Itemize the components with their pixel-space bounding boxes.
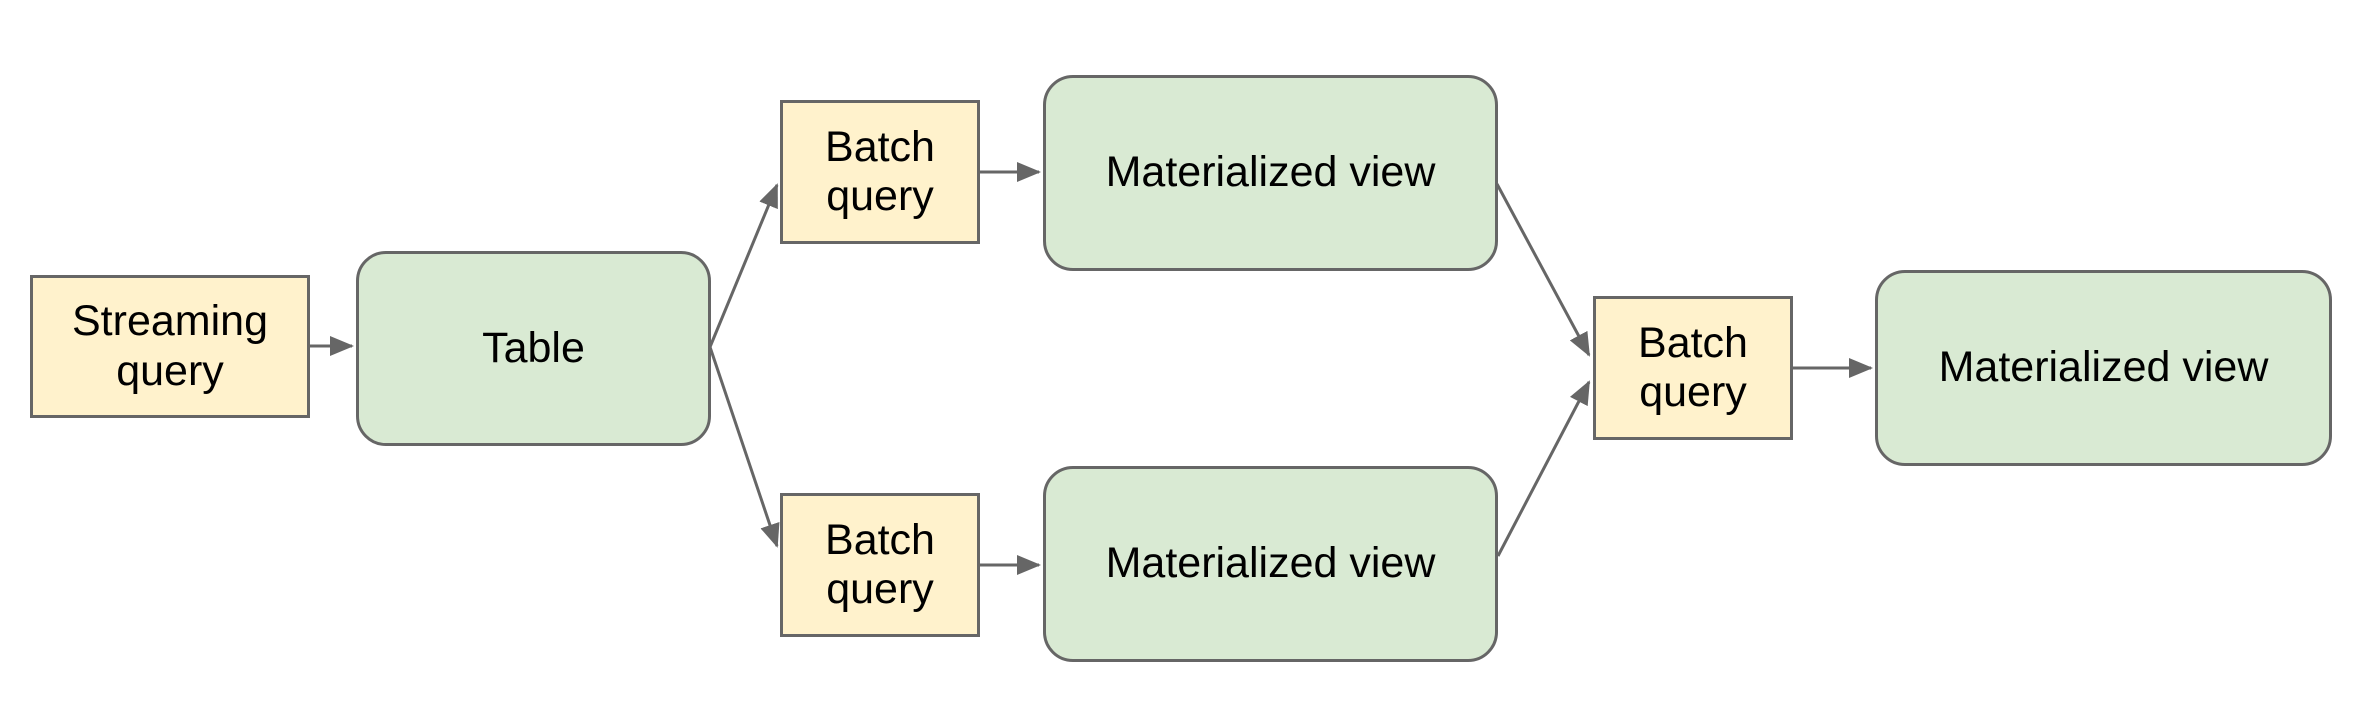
node-batch-query-merge-label: Batch query [1638,318,1748,416]
node-batch-query-bottom: Batch query [780,493,980,637]
node-materialized-view-bottom: Materialized view [1043,466,1498,662]
node-materialized-view-top-label: Materialized view [1105,148,1436,197]
edge-materialized-view-top-to-batch-query-merge [1495,183,1591,357]
node-batch-query-bottom-label: Batch query [825,515,935,613]
node-materialized-view-final: Materialized view [1875,270,2332,466]
node-table: Table [356,251,711,446]
node-streaming-query: Streaming query [30,275,310,418]
node-streaming-query-label: Streaming query [72,297,268,395]
edge-materialized-view-bottom-to-batch-query-merge [1496,380,1591,557]
node-materialized-view-final-label: Materialized view [1938,343,2269,392]
node-materialized-view-bottom-label: Materialized view [1105,539,1436,588]
node-materialized-view-top: Materialized view [1043,75,1498,271]
node-table-label: Table [482,323,585,372]
edge-table-to-batch-query-top [708,183,779,348]
edge-table-to-batch-query-bottom [708,346,780,548]
node-batch-query-merge: Batch query [1593,296,1793,440]
node-batch-query-top: Batch query [780,100,980,244]
node-batch-query-top-label: Batch query [825,122,935,220]
